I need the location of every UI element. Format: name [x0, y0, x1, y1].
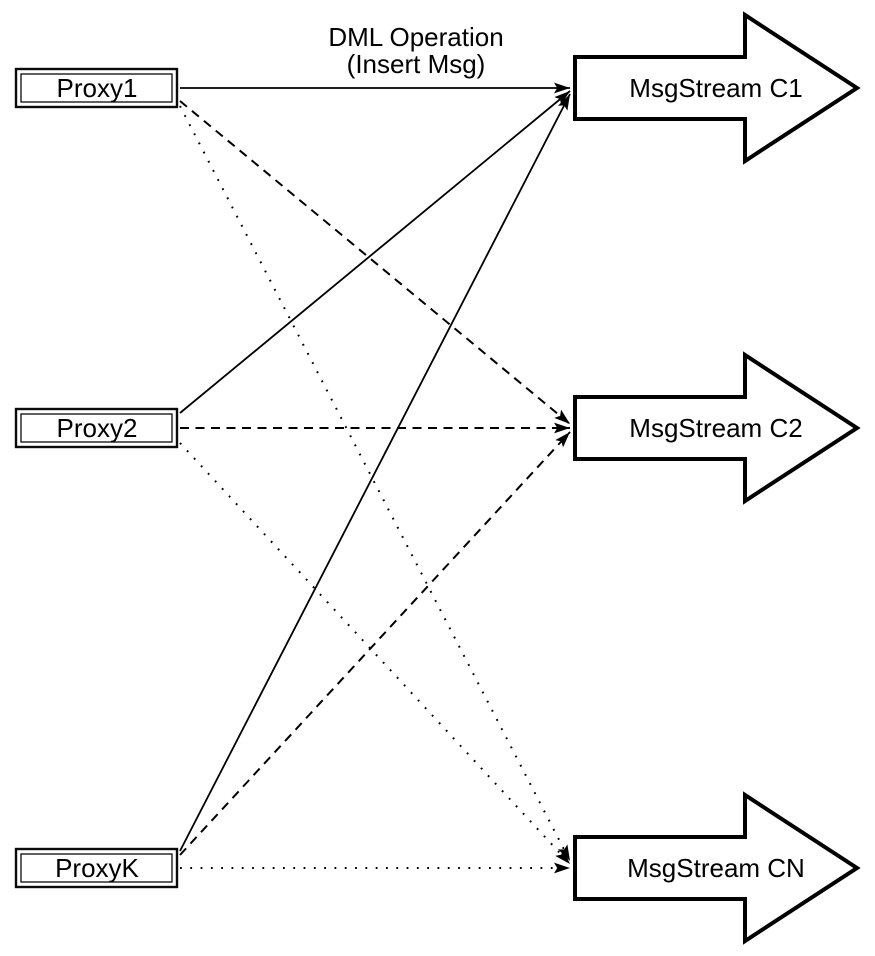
- msgstream-cn-arrow-shape: [573, 791, 861, 945]
- annotation-line2: (Insert Msg): [347, 49, 486, 79]
- edge-proxyk-msgstream-c2-dashed: [179, 431, 571, 856]
- annotation-line1: DML Operation: [328, 22, 503, 52]
- msgstream-c2-label: MsgStream C2: [629, 413, 802, 443]
- proxy1-node: Proxy1: [14, 67, 179, 109]
- msgstream-c2-arrow-shape: [573, 351, 861, 505]
- msgstream-c1-arrow-shape: [573, 11, 861, 165]
- proxy2-label: Proxy2: [57, 413, 138, 443]
- edge-proxy2-msgstream-cn-dotted: [179, 442, 571, 865]
- msgstream-cn-node: MsgStream CN: [573, 791, 861, 945]
- proxy1-label: Proxy1: [57, 73, 138, 103]
- proxy1-box-inner: [20, 73, 173, 103]
- proxyk-node: ProxyK: [14, 847, 179, 889]
- edge-proxy1-msgstream-c2-dashed: [179, 100, 571, 425]
- msgstream-cn-label: MsgStream CN: [627, 853, 805, 883]
- edge-proxy2-msgstream-c1-solid: [179, 90, 571, 414]
- edge-proxy1-msgstream-cn-dotted: [179, 105, 571, 862]
- proxyk-label: ProxyK: [55, 853, 139, 883]
- proxy2-node: Proxy2: [14, 407, 179, 449]
- proxyk-box-inner: [20, 853, 173, 883]
- msgstream-c2-node: MsgStream C2: [573, 351, 861, 505]
- proxy2-box-inner: [20, 413, 173, 443]
- edge-proxyk-msgstream-c1-solid: [179, 93, 571, 852]
- msgstream-c1-label: MsgStream C1: [629, 73, 802, 103]
- msgstream-c1-node: MsgStream C1: [573, 11, 861, 165]
